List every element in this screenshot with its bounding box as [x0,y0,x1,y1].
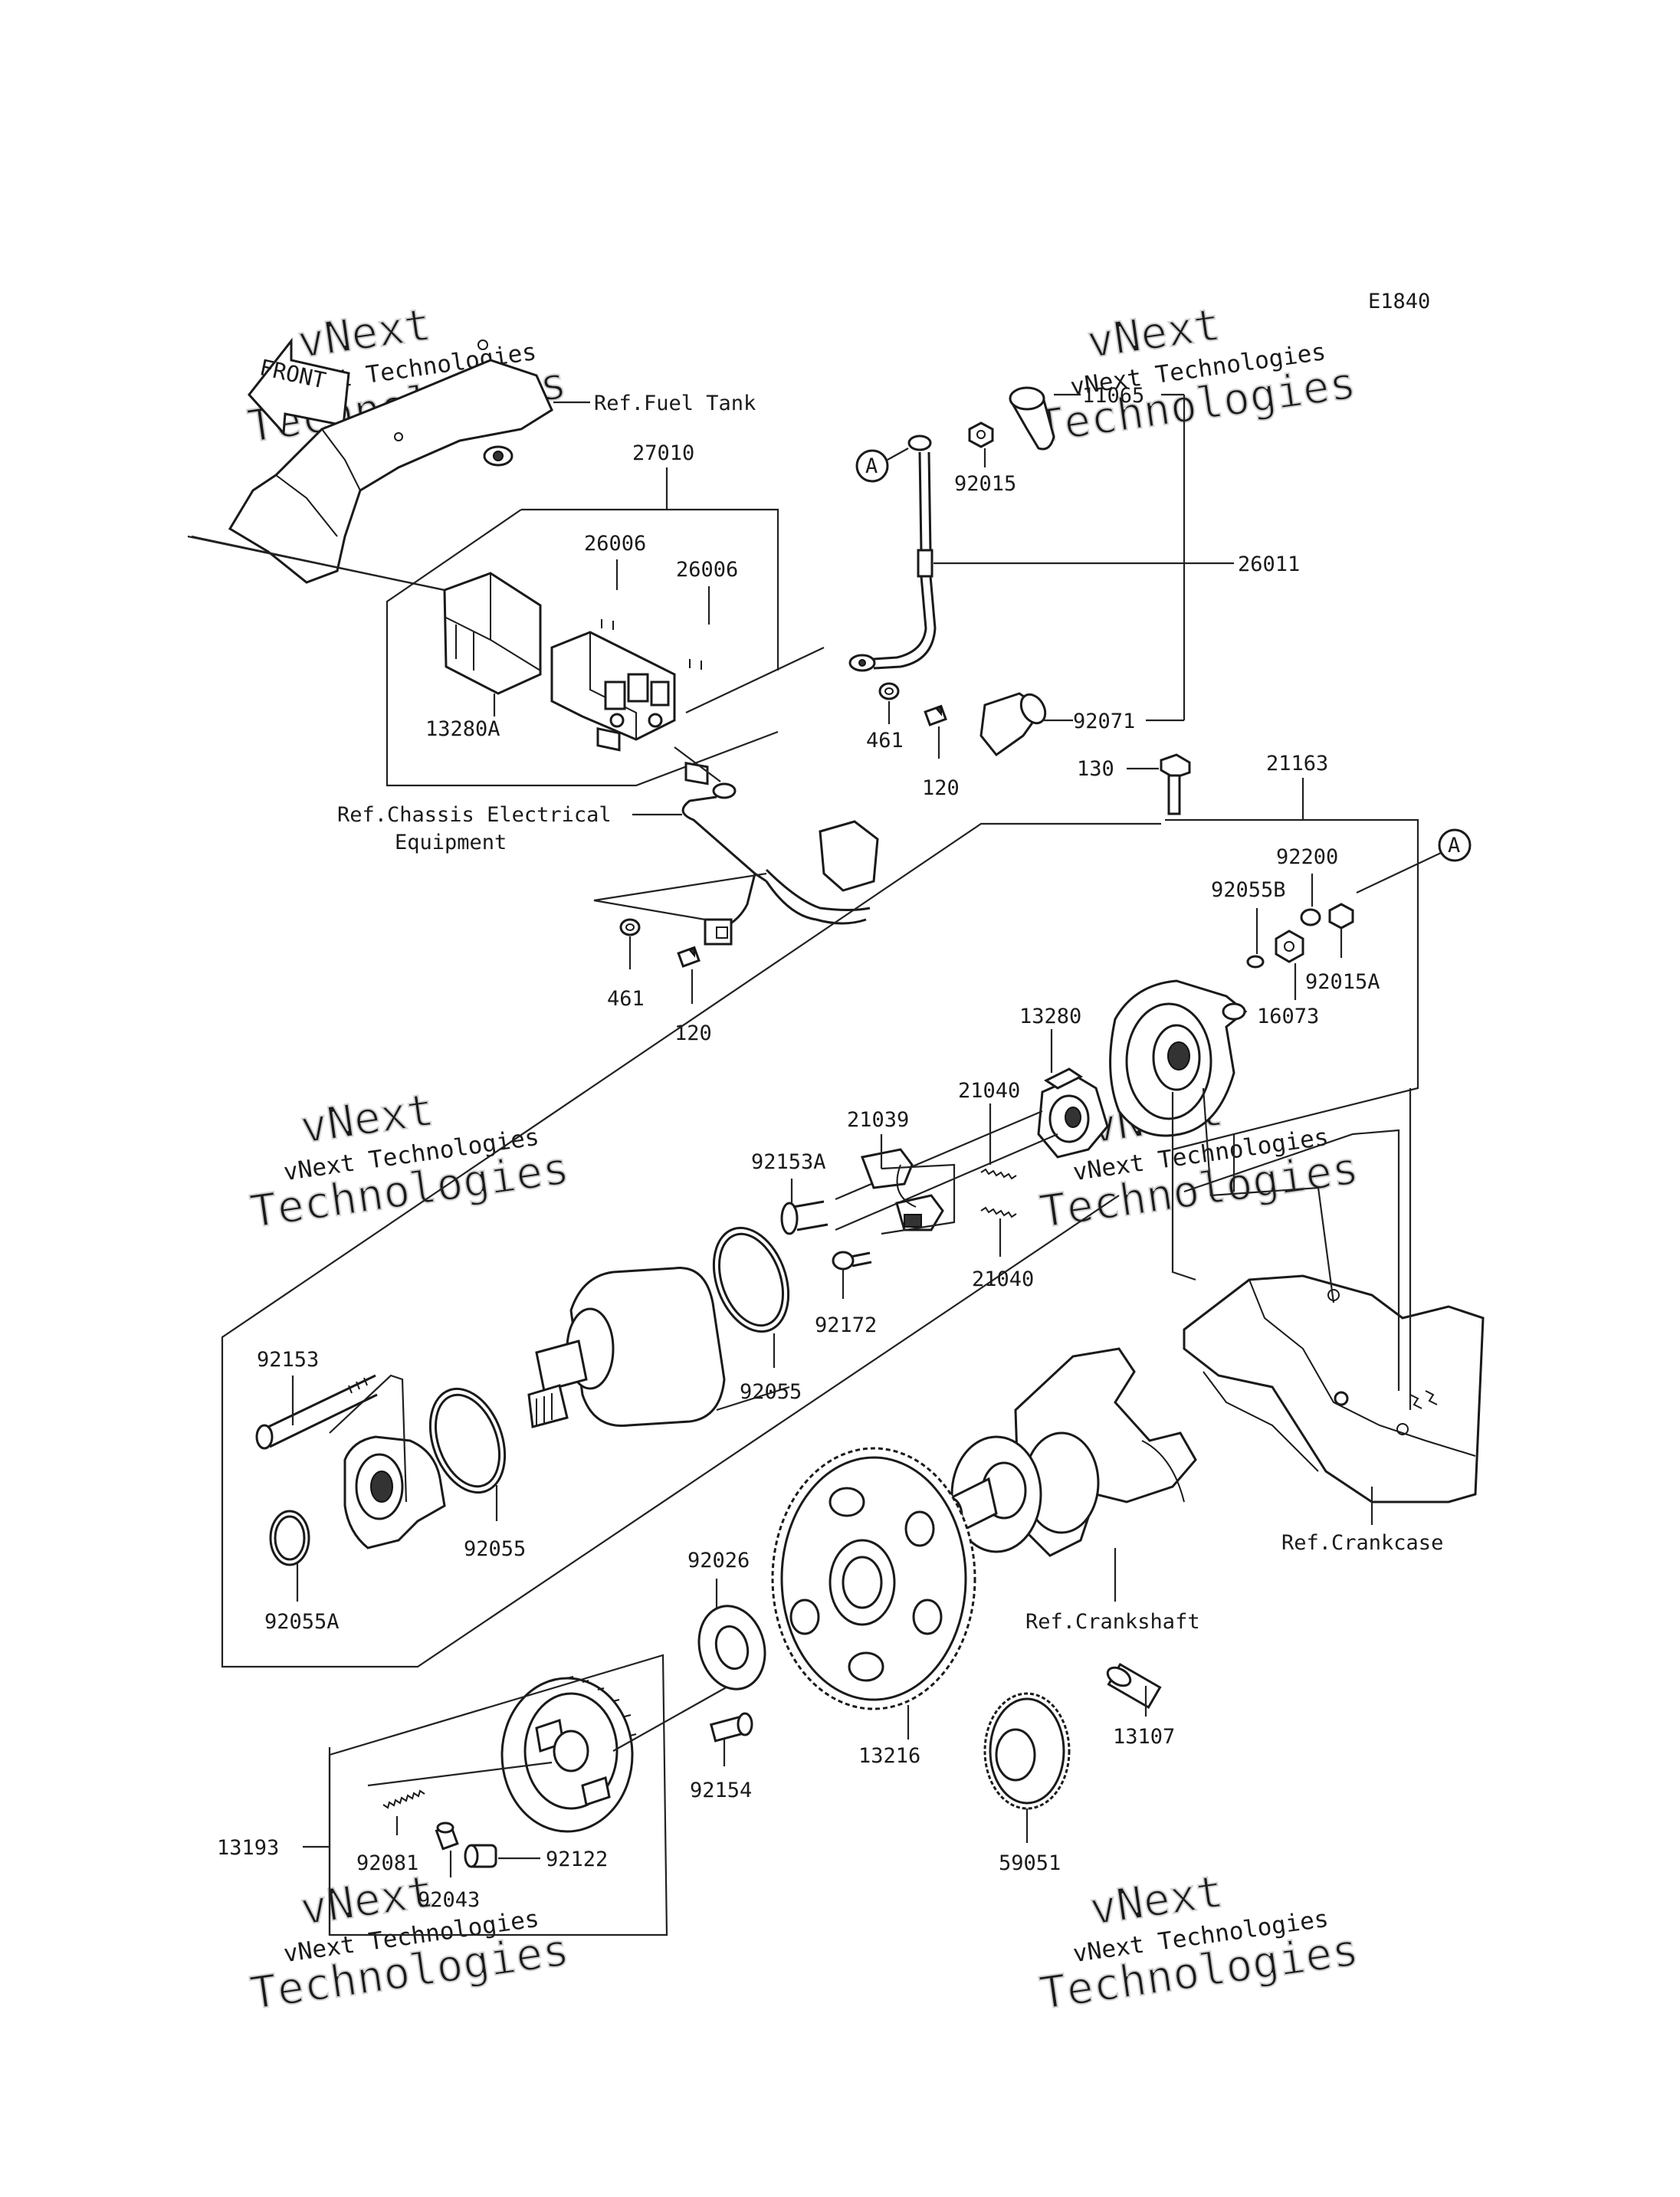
oring-92055-upper [712,1226,790,1333]
label-120-lower: 120 [674,1021,712,1045]
callout-a-top [855,449,889,483]
label-92122: 92122 [546,1848,608,1871]
bolt-130 [1160,753,1191,815]
label-26006-a: 26006 [584,532,646,556]
ref-crankshaft: Ref.Crankshaft [1025,1610,1200,1634]
screw-92153A [780,1200,829,1235]
battery-cable [848,434,937,672]
label-26011: 26011 [1238,553,1300,576]
label-92154: 92154 [690,1779,752,1802]
ref-fuel-tank: Ref.Fuel Tank [594,392,756,415]
ref-crankcase: Ref.Crankcase [1281,1531,1443,1555]
label-92055A: 92055A [264,1610,340,1634]
starter-motor-yoke [527,1267,726,1428]
label-92015A: 92015A [1305,970,1380,994]
label-92055B: 92055B [1211,878,1286,902]
roller-92122 [464,1844,497,1868]
starter-relay-cover [443,572,542,695]
oring-92055A [269,1510,310,1566]
callout-a-top-label: A [865,454,878,478]
watermark-mid-left: vNext vNext Technologies Technologies [246,1083,573,1239]
label-92071: 92071 [1073,710,1135,733]
fuse-26006-b [684,659,709,785]
bolt-92154 [709,1712,753,1743]
callout-a-right-label: A [1448,834,1460,857]
label-120-upper: 120 [922,776,960,800]
washer-92200 [1300,908,1321,926]
spring-92081 [382,1789,425,1809]
label-11065: 11065 [1082,384,1144,408]
label-27010: 27010 [632,441,694,465]
screw-120-upper [924,704,947,726]
sleeve-13107 [1106,1662,1162,1710]
fuel-tank-bracket [228,339,553,584]
starter-clutch [500,1676,637,1833]
starter-end-cover [1109,979,1248,1137]
brush-spring-21040-b [980,1206,1017,1218]
label-16073: 16073 [1257,1005,1319,1028]
label-92081: 92081 [356,1851,418,1875]
nut-92015 [968,421,994,448]
brush-holder-13280 [1037,1067,1109,1159]
fuse-26006-a [596,619,621,752]
label-92015: 92015 [954,472,1016,496]
pin-92043 [435,1822,459,1851]
label-92055-upper: 92055 [740,1380,802,1404]
crankcase [1183,1274,1485,1503]
label-13107: 13107 [1113,1725,1175,1749]
brush-spring-21040-a [980,1168,1017,1180]
label-92172: 92172 [815,1313,877,1337]
label-92200: 92200 [1276,845,1338,869]
washer-461-lower [619,918,641,936]
nut-92015A [1328,903,1354,930]
label-13280A: 13280A [425,717,500,741]
terminal-cap-11065 [1009,386,1055,451]
starter-front-cover [343,1435,446,1549]
label-130: 130 [1077,757,1114,781]
diagram-code: E1840 [1368,290,1430,313]
relay-harness [681,782,879,946]
washer-461-upper [878,682,900,700]
crankshaft [937,1347,1197,1557]
label-461-upper: 461 [866,729,904,753]
bolt-92153 [255,1374,378,1450]
label-21040-a: 21040 [958,1079,1020,1103]
label-92043: 92043 [418,1888,480,1912]
label-26006-b: 26006 [676,558,738,582]
idle-gear-59051 [983,1692,1071,1810]
watermark-top-right: vNext vNext Technologies Technologies [1033,297,1360,454]
label-461-lower: 461 [607,987,645,1011]
oring-92055-lower [428,1387,507,1494]
label-13280: 13280 [1019,1005,1081,1028]
nut-16073 [1275,930,1304,963]
washer-92026 [697,1605,766,1690]
label-59051: 59051 [999,1851,1061,1875]
callout-a-right [1438,828,1472,862]
screw-92172 [832,1251,872,1271]
label-92153A: 92153A [751,1150,826,1174]
label-21040-b: 21040 [972,1267,1034,1291]
screw-120-lower [677,946,701,968]
starter-driven-gear-13216 [771,1447,976,1710]
label-92026: 92026 [687,1549,750,1572]
label-92153: 92153 [257,1348,319,1372]
terminal-boot-92071 [979,692,1047,757]
ref-chassis-electrical-1: Ref.Chassis Electrical [337,803,612,827]
label-21039: 21039 [847,1108,909,1132]
ref-chassis-electrical-2: Equipment [395,831,507,854]
label-92055-lower: 92055 [464,1537,526,1561]
label-13216: 13216 [858,1744,920,1768]
starter-solenoid [550,631,676,741]
watermark-bottom-right: vNext vNext Technologies Technologies [1035,1864,1362,2021]
oring-92055B [1246,955,1265,969]
label-21163: 21163 [1266,752,1328,776]
label-13193: 13193 [217,1836,279,1860]
